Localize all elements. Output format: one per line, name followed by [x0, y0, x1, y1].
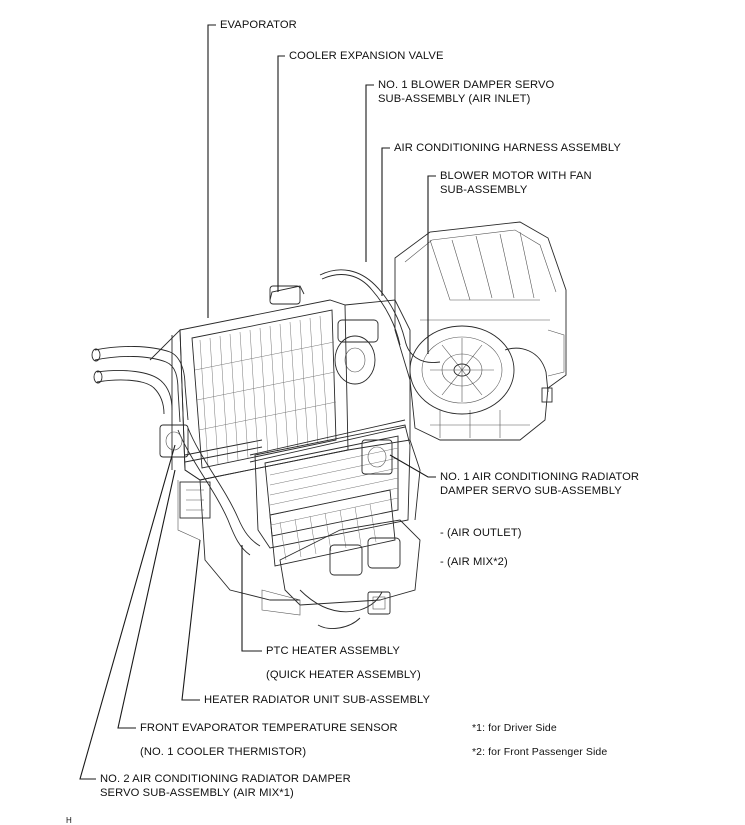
servo-radiator-damper	[361, 439, 393, 475]
label-evaporator: EVAPORATOR	[220, 19, 297, 31]
heater-radiator-core	[249, 419, 411, 549]
label-blower-damper-line1: NO. 1 BLOWER DAMPER SERVO	[378, 79, 555, 91]
label-cooler-thermistor: (NO. 1 COOLER THERMISTOR)	[140, 746, 307, 758]
ptc-heater	[269, 489, 396, 567]
note-driver-side: *1: for Driver Side	[472, 722, 557, 734]
label-radiator-damper-line2: DAMPER SERVO SUB-ASSEMBLY	[440, 485, 622, 497]
label-ac-harness: AIR CONDITIONING HARNESS ASSEMBLY	[394, 142, 621, 154]
label-air-mix: - (AIR MIX*2)	[440, 556, 508, 568]
label-cooler-expansion-valve: COOLER EXPANSION VALVE	[289, 50, 444, 62]
label-quick-heater: (QUICK HEATER ASSEMBLY)	[266, 669, 421, 681]
corner-mark: H	[66, 816, 72, 825]
note-passenger-side: *2: for Front Passenger Side	[472, 746, 608, 758]
label-no2-damper-line2: SERVO SUB-ASSEMBLY (AIR MIX*1)	[100, 787, 294, 799]
blower-motor-fan	[409, 325, 515, 415]
leader-lines	[79, 24, 436, 780]
label-front-evap-sensor: FRONT EVAPORATOR TEMPERATURE SENSOR	[140, 722, 398, 734]
label-radiator-damper-line1: NO. 1 AIR CONDITIONING RADIATOR	[440, 471, 640, 483]
servo-air-inlet	[334, 319, 379, 385]
refrigerant-pipes	[91, 346, 263, 556]
blower-case	[394, 221, 567, 441]
label-blower-motor-line1: BLOWER MOTOR WITH FAN	[440, 170, 592, 182]
label-air-outlet: - (AIR OUTLET)	[440, 527, 522, 539]
label-no2-damper-line1: NO. 2 AIR CONDITIONING RADIATOR DAMPER	[100, 773, 351, 785]
label-blower-motor-line2: SUB-ASSEMBLY	[440, 184, 528, 196]
ac-harness-wires	[299, 269, 553, 629]
label-heater-radiator: HEATER RADIATOR UNIT SUB-ASSEMBLY	[204, 694, 431, 706]
label-blower-damper-line2: SUB-ASSEMBLY (AIR INLET)	[378, 93, 531, 105]
air-outlet-housing	[261, 519, 421, 616]
hvac-unit-illustration	[91, 221, 567, 629]
label-ptc-heater: PTC HEATER ASSEMBLY	[266, 645, 400, 657]
